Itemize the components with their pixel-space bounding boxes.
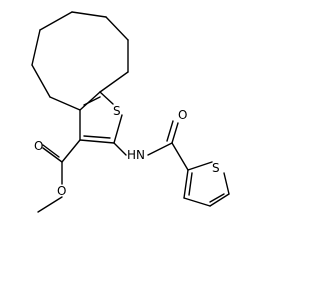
bond xyxy=(171,122,179,144)
atom-label-amine: HN xyxy=(127,148,145,162)
bond xyxy=(183,169,189,199)
bond xyxy=(79,91,101,111)
bond xyxy=(42,144,60,158)
atom-label-sulfur-core: S xyxy=(113,104,121,118)
bond xyxy=(209,193,225,203)
amide-linker xyxy=(113,120,189,171)
bond xyxy=(61,139,81,163)
bond xyxy=(105,16,129,41)
bond xyxy=(83,96,101,106)
bond xyxy=(71,11,107,18)
bond xyxy=(223,172,230,195)
bond xyxy=(39,11,73,31)
thiophene-core-ring xyxy=(79,91,123,144)
thiophene-substituent-ring xyxy=(183,161,230,207)
cyclooctane-ring xyxy=(31,11,129,111)
bond xyxy=(42,147,63,163)
bond xyxy=(99,71,129,93)
methyl-ester-group xyxy=(37,139,81,213)
bond xyxy=(113,142,127,156)
bond xyxy=(37,196,63,213)
bond xyxy=(209,193,230,207)
atom-label-ester-carbonyl-oxygen: O xyxy=(34,139,43,153)
bond xyxy=(99,91,114,105)
bond xyxy=(171,142,189,171)
bond xyxy=(188,172,193,196)
bond xyxy=(183,197,211,207)
bond xyxy=(79,139,115,144)
structure-canvas: S HN O O O S xyxy=(31,11,230,213)
molecule-diagram: S HN O O O S xyxy=(31,11,230,213)
bond xyxy=(147,142,173,156)
atom-label-sulfur-thiophene: S xyxy=(212,161,220,175)
bond xyxy=(113,114,123,144)
atom-label-ester-oxygen: O xyxy=(57,184,66,198)
bond xyxy=(31,64,51,98)
bond xyxy=(187,161,213,171)
bond xyxy=(31,29,41,66)
bond xyxy=(83,135,111,139)
bond xyxy=(166,120,174,142)
bond xyxy=(49,96,81,111)
atom-label-amide-oxygen: O xyxy=(178,108,187,122)
